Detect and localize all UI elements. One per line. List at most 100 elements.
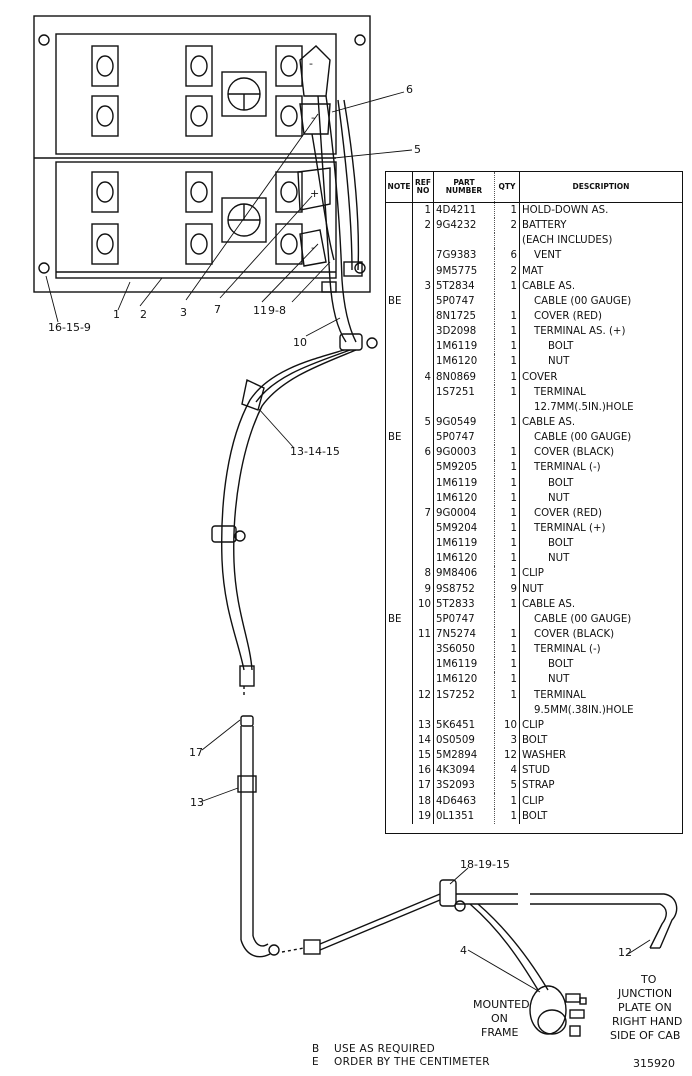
cell-qty: 1 <box>494 566 520 582</box>
cell-ref <box>412 354 434 370</box>
cell-part: 9M5775 <box>433 263 495 279</box>
cell-part: 1M6119 <box>433 536 495 552</box>
cell-ref <box>412 642 434 658</box>
cell-note <box>386 384 413 400</box>
cell-part: 9G4232 <box>433 218 495 234</box>
cell-desc: BOLT <box>548 538 574 550</box>
junction-note-line3: PLATE ON <box>618 1001 672 1014</box>
battery-lower <box>55 161 337 279</box>
cell-qty: 1 <box>494 596 520 612</box>
cell-ref <box>412 460 434 476</box>
cell-note <box>386 354 413 370</box>
cell-part: 5P0747 <box>433 611 495 627</box>
cell-note <box>386 657 413 673</box>
cell-part: 3D2098 <box>433 324 495 340</box>
terminal-minus-mark: - <box>311 241 315 254</box>
cell-qty: 3 <box>494 732 520 749</box>
cell-ref: 18 <box>412 793 434 809</box>
cell-ref: 16 <box>412 763 434 779</box>
parts-table-header: NOTE REF NO PART NUMBER QTY DESCRIPTION <box>386 172 682 203</box>
cell-qty: 1 <box>494 384 520 400</box>
cell-part: 1S7251 <box>433 384 495 400</box>
cell-ref: 1 <box>412 202 434 219</box>
cell-part: 3S6050 <box>433 642 495 658</box>
mounted-on-frame-line1: MOUNTED <box>473 998 530 1011</box>
cell-qty: 1 <box>494 475 520 491</box>
cell-part: 7G9383 <box>433 248 495 264</box>
cell-note <box>386 218 413 234</box>
cell-note <box>386 369 413 385</box>
cell-part: 7N5274 <box>433 626 495 643</box>
cell-qty: 1 <box>494 354 520 370</box>
cell-qty: 2 <box>494 263 520 279</box>
cell-part: 9G0004 <box>433 505 495 521</box>
cell-desc: 9.5MM(.38IN.)HOLE <box>534 704 634 716</box>
cell-ref: 13 <box>412 717 434 733</box>
cell-part: 1M6119 <box>433 339 495 355</box>
terminal-cover-pos-upper <box>299 103 331 135</box>
cell-part: 5P0747 <box>433 430 495 446</box>
illustration-number: 315920 <box>633 1057 675 1070</box>
cell-ref: 19 <box>412 808 434 824</box>
clip-13 <box>241 378 265 411</box>
callout-13-14-15: 13-14-15 <box>290 445 340 458</box>
footnote-key: E <box>312 1056 319 1068</box>
cell-note <box>386 536 413 552</box>
cell-note <box>386 520 413 537</box>
cell-desc: TERMINAL (-) <box>534 644 601 656</box>
cell-desc: CABLE AS. <box>522 417 576 429</box>
cell-qty: 1 <box>494 324 520 340</box>
cell-qty <box>494 611 520 627</box>
cell-desc: NUT <box>522 583 544 595</box>
cell-qty: 2 <box>494 218 520 234</box>
cell-ref <box>412 475 434 491</box>
cell-note <box>386 793 413 809</box>
cell-desc: TERMINAL AS. (+) <box>534 326 626 338</box>
cell-qty: 1 <box>494 414 520 431</box>
cell-ref: 7 <box>412 505 434 521</box>
cell-part: 1M6120 <box>433 551 495 567</box>
header-part-number: PART NUMBER <box>433 172 495 203</box>
cell-qty: 1 <box>494 278 520 294</box>
cell-desc: STRAP <box>522 780 555 792</box>
cell-part: 5T2833 <box>433 596 495 612</box>
cell-qty <box>494 399 520 415</box>
footnote-key: B <box>312 1043 320 1055</box>
table-row: (EACH INCLUDES) <box>386 233 682 249</box>
cell-qty: 1 <box>494 308 520 325</box>
table-row: 9.5MM(.38IN.)HOLE <box>386 702 682 718</box>
cable-3 <box>317 95 347 343</box>
cell-qty: 1 <box>494 202 520 219</box>
cell-desc: CLIP <box>522 795 544 807</box>
cell-note <box>386 202 413 219</box>
cell-ref: 9 <box>412 581 434 597</box>
cell-note <box>386 339 413 355</box>
cell-part: 5T2834 <box>433 278 495 294</box>
cell-ref <box>412 293 434 309</box>
terminal-plus-mark: + <box>310 187 319 200</box>
callout-7: 7 <box>214 303 221 316</box>
cell-desc: NUT <box>548 492 570 504</box>
cell-ref: 11 <box>412 626 434 643</box>
cell-ref: 12 <box>412 687 434 703</box>
cell-ref <box>412 324 434 340</box>
cell-desc: COVER (RED) <box>534 507 602 519</box>
cell-desc: CLIP <box>522 719 544 731</box>
cell-note <box>386 581 413 597</box>
cell-desc: CABLE (00 GAUGE) <box>534 613 632 625</box>
cell-ref <box>412 611 434 627</box>
mounted-on-frame-line2: ON <box>491 1012 508 1025</box>
cell-desc: TERMINAL <box>534 386 586 398</box>
